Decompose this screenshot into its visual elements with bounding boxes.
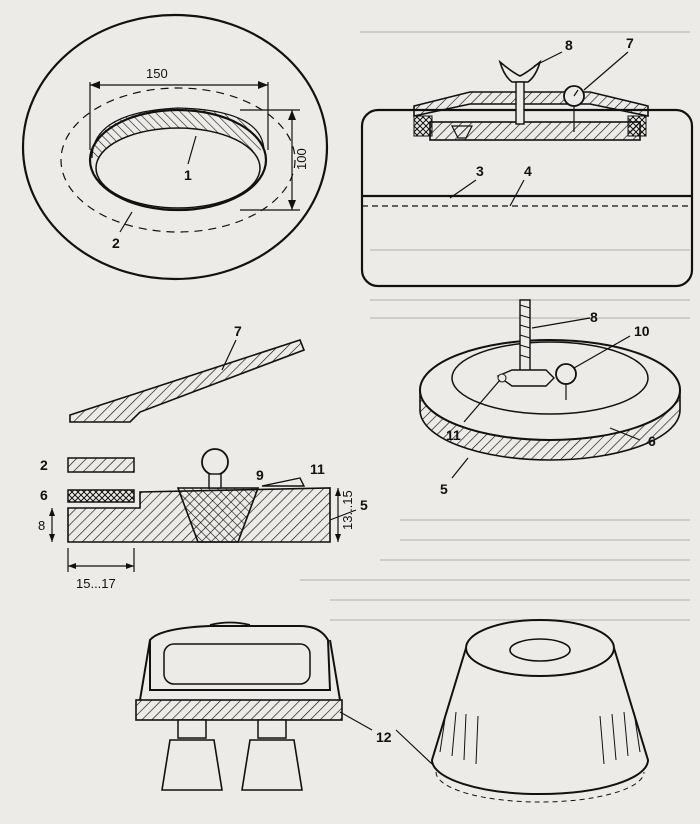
clamp-plate [413,91,649,117]
label-part-3: 3 [476,163,484,179]
disc-gauge [555,363,577,385]
label-part-1: 1 [184,167,192,183]
box-figure [135,621,343,791]
disc-figure: 8 10 11 6 5 [419,299,681,497]
label-part-10: 10 [634,323,650,339]
dimension-slab-thickness: 8 [38,518,45,533]
dimension-edge-width: 15...17 [76,576,116,591]
box-base [135,699,343,721]
ring-figure: 150 100 1 2 [21,13,329,281]
label-part-9: 9 [256,467,264,483]
disc-top [451,341,649,415]
label-part-6-section: 6 [40,487,48,503]
label-part-5-disc: 5 [440,481,448,497]
ball-handle [201,448,229,476]
right-leg [257,719,287,739]
label-part-7-section: 7 [234,323,242,339]
label-part-8-top: 8 [565,37,573,53]
left-leg [177,719,207,739]
label-part-2-section: 2 [40,457,48,473]
tapered-insert [176,487,260,543]
label-part-5-section: 5 [360,497,368,513]
label-12-group: 12 [339,711,433,765]
label-part-11-section: 11 [310,461,325,477]
cross-section-figure: 15...17 8 13...15 7 9 11 2 6 5 [38,323,368,591]
wing-nut [498,59,542,83]
box-body [149,625,332,691]
dimension-width-label: 150 [146,66,168,81]
label-part-2-ring: 2 [112,235,120,251]
layer-6-section [67,489,135,503]
label-part-8-disc: 8 [590,309,598,325]
box-window [163,643,311,685]
background-text-lines [300,31,690,621]
cone-figure [430,619,650,803]
dimension-height-label: 100 [294,148,309,170]
press-assembly-figure: 8 7 3 4 [360,35,694,288]
housing-body [360,108,694,288]
label-part-7-top: 7 [626,35,634,51]
cone-hole [509,638,571,662]
ring-dashed-outline [60,87,296,233]
ring-outer [21,13,329,281]
label-part-11-disc: 11 [446,427,461,443]
cone-side [430,647,650,795]
top-plate-section [69,339,306,423]
label-part-4: 4 [524,163,532,179]
disc-screw [519,299,531,381]
label-part-6-disc: 6 [648,433,656,449]
label-part-12: 12 [376,729,392,745]
screw [515,81,525,125]
layer-2-section [67,457,135,473]
dimension-body-height: 13...15 [340,490,355,530]
